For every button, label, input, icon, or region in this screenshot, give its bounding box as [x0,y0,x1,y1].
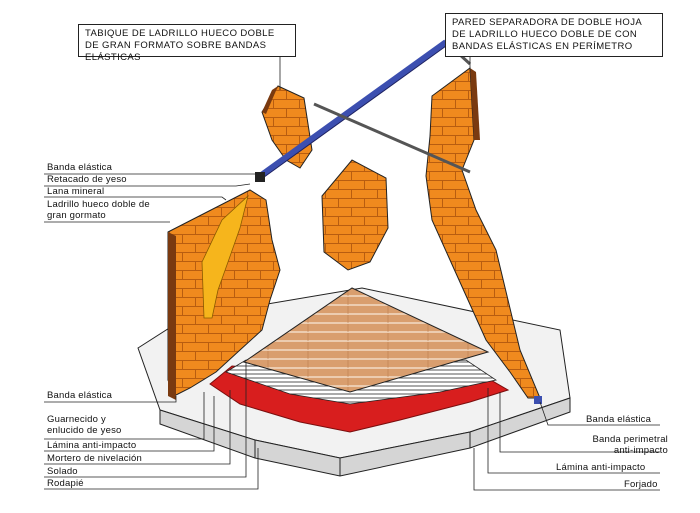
callout-tabique: TABIQUE DE LADRILLO HUECO DOBLE DE GRAN … [78,24,296,63]
label-banda-perimetral: Banda perimetral anti-impacto [592,434,668,456]
label-ladrillo-hueco: Ladrillo hueco doble de gran gormato [47,199,150,221]
label-lamina-anti-impacto-right: Lámina anti-impacto [556,462,646,473]
center-brick-block [321,159,389,271]
label-banda-elastica-top: Banda elástica [47,162,113,173]
mineral-wool [201,194,249,319]
label-banda-elastica-bottom: Banda elástica [47,390,113,401]
label-lana-mineral: Lana mineral [47,186,105,197]
label-banda-elastica-right: Banda elástica [586,414,652,425]
left-brick-wall [167,189,281,400]
label-guarnecido: Guarnecido y enlucido de yeso [47,414,122,436]
leader-lines [44,57,660,491]
callout-pared-separadora: PARED SEPARADORA DE DOBLE HOJA DE LADRIL… [445,13,663,57]
label-retacado-yeso: Retacado de yeso [47,174,127,185]
wood-floor [242,287,490,393]
label-forjado: Forjado [624,479,658,490]
label-lamina-anti-impacto-left: Lámina anti-impacto [47,440,137,451]
label-rodapie: Rodapié [47,478,84,489]
label-solado: Solado [47,466,78,477]
label-mortero: Mortero de nivelación [47,453,143,464]
